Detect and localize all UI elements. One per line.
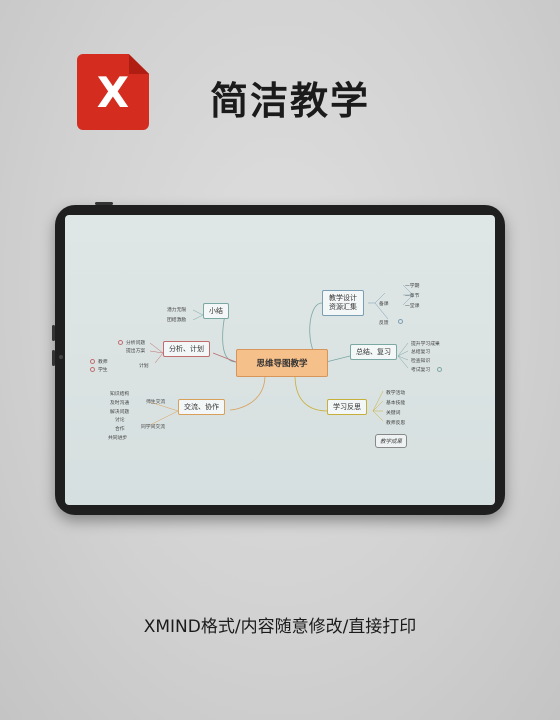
xmind-file-icon: X (77, 54, 149, 130)
branch-zongjie[interactable]: 总结、复习 (350, 344, 397, 360)
marker-dot (437, 367, 442, 372)
tablet-screen: 思维导图教学 小结 分析、计划 交流、协作 教学设计 资源汇集 总结、复习 学习… (65, 215, 495, 505)
mindmap-central-topic[interactable]: 思维导图教学 (236, 349, 328, 377)
leaf-item: 解决问题 (110, 410, 130, 415)
tablet-side-button (52, 350, 55, 366)
leaf-item: 提出方案 (126, 349, 146, 354)
leaf-item: 师生交流 (146, 400, 166, 405)
leaf-item: 分析问题 (126, 341, 146, 346)
leaf-item: 同学间交流 (141, 425, 165, 430)
leaf-item: 备课 (379, 302, 389, 307)
marker-dot (90, 359, 95, 364)
leaf-item: 教学活动 (386, 391, 406, 396)
branch-fenxi[interactable]: 分析、计划 (163, 341, 210, 357)
tablet-camera (59, 355, 63, 359)
connector-xiaojie (222, 314, 237, 363)
leaf-item: 计划 (139, 364, 149, 369)
leaf-item: 关键词 (386, 411, 401, 416)
leaf-item: 共同进步 (108, 436, 128, 441)
tablet-side-button (52, 325, 55, 341)
branch-xuexi[interactable]: 学习反思 (327, 399, 367, 415)
leaf-item: 一堂课 (405, 304, 420, 309)
leaf-item: 潜力无限 (167, 308, 187, 313)
connector-xuexi (294, 374, 328, 412)
mindmap-callout[interactable]: 教学成果 (375, 434, 408, 448)
connector-zongjie (325, 355, 351, 363)
leaf-item: 检查知识 (411, 359, 431, 364)
leaf-item: 反馈 (379, 321, 389, 326)
marker-dot (118, 340, 123, 345)
leaf-item: 讨论 (115, 418, 125, 423)
leaf-item: 教师反思 (386, 421, 406, 426)
leaf-item: 提升学习成果 (411, 342, 440, 347)
tablet-frame: 思维导图教学 小结 分析、计划 交流、协作 教学设计 资源汇集 总结、复习 学习… (52, 202, 505, 515)
leaf-item: 合作 (115, 427, 125, 432)
footer-caption: XMIND格式/内容随意修改/直接打印 (143, 617, 417, 637)
leaf-item: 一章节 (405, 294, 420, 299)
branch-jiaoxue[interactable]: 教学设计 资源汇集 (322, 290, 364, 316)
leaf-item: 知识结构 (110, 392, 130, 397)
leaf-item: 及时沟通 (110, 401, 130, 406)
leaf-item: 学生 (98, 368, 108, 373)
marker-dot (398, 319, 403, 324)
connector-fenxi (212, 352, 237, 363)
leaf-item: 总结复习 (411, 350, 431, 355)
leaf-item: 一学期 (405, 284, 420, 289)
connector-jiaoliu (229, 374, 266, 411)
leaf-item: 教师 (98, 360, 108, 365)
marker-dot (90, 367, 95, 372)
mindmap-connectors (149, 284, 414, 426)
branch-jiaoliu[interactable]: 交流、协作 (178, 399, 225, 415)
leaf-item: 考试复习 (411, 368, 431, 373)
app-icon-glyph: X (96, 68, 130, 117)
branch-xiaojie[interactable]: 小结 (203, 303, 229, 319)
leaf-item: 团结激励 (167, 318, 187, 323)
tablet-top-button (95, 202, 113, 205)
page-title: 简洁教学 (210, 79, 371, 123)
leaf-item: 基本技能 (386, 401, 406, 406)
